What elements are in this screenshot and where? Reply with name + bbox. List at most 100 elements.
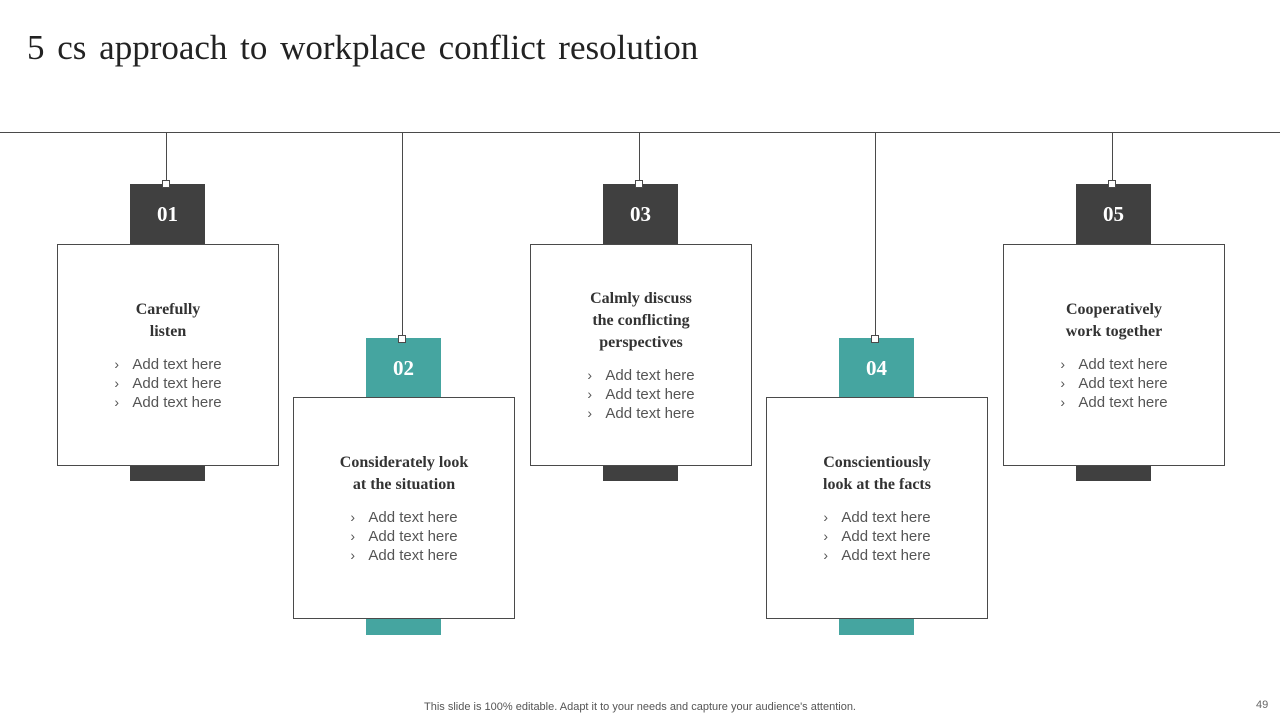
card-foot-tab — [130, 465, 205, 481]
chevron-right-icon: › — [350, 508, 356, 525]
bullet-text: Add text here — [132, 374, 222, 392]
hanging-rail-line — [0, 132, 1280, 133]
hanging-string — [875, 133, 876, 338]
card-foot-tab — [603, 465, 678, 481]
step-card-body: Cooperatively work together › Add text he… — [1003, 244, 1225, 466]
string-knot — [162, 180, 170, 188]
chevron-right-icon: › — [823, 508, 829, 525]
bullet-list: › Add text here › Add text here › Add text … — [350, 508, 457, 565]
step-heading-line: Considerately look — [339, 453, 469, 471]
step-heading: Considerately look at the situation — [319, 452, 489, 496]
step-heading-line: Calmly discuss — [590, 289, 692, 307]
step-number-tab: 02 — [366, 338, 441, 398]
chevron-right-icon: › — [1060, 393, 1066, 410]
hanging-string — [1112, 133, 1113, 183]
bullet-item: › Add text here — [350, 527, 457, 546]
step-heading: Cooperatively work together — [1029, 299, 1199, 343]
bullet-text: Add text here — [841, 508, 931, 526]
bullet-item: › Add text here — [1060, 355, 1167, 374]
bullet-item: › Add text here — [1060, 374, 1167, 393]
bullet-text: Add text here — [132, 393, 222, 411]
bullet-item: › Add text here — [587, 385, 694, 404]
hanging-string — [639, 133, 640, 183]
bullet-text: Add text here — [605, 404, 695, 422]
string-knot — [398, 335, 406, 343]
bullet-item: › Add text here — [350, 508, 457, 527]
chevron-right-icon: › — [114, 374, 120, 391]
chevron-right-icon: › — [587, 366, 593, 383]
step-number-tab: 04 — [839, 338, 914, 398]
step-heading-line: Cooperatively — [1066, 300, 1162, 318]
string-knot — [1108, 180, 1116, 188]
bullet-text: Add text here — [1078, 355, 1168, 373]
slide-title: 5 cs approach to workplace conflict reso… — [27, 28, 699, 67]
step-number-tab: 03 — [603, 184, 678, 244]
bullet-list: › Add text here › Add text here › Add text … — [1060, 355, 1167, 412]
footer-note: This slide is 100% editable. Adapt it to… — [424, 701, 856, 713]
step-card-02: 02 Considerately look at the situation ›… — [293, 133, 515, 638]
bullet-text: Add text here — [132, 355, 222, 373]
chevron-right-icon: › — [587, 385, 593, 402]
bullet-text: Add text here — [841, 527, 931, 545]
step-heading-line: perspectives — [599, 333, 683, 351]
step-heading: Calmly discuss the conflicting perspecti… — [556, 288, 726, 354]
step-card-body: Conscientiously look at the facts › Add t… — [766, 397, 988, 619]
step-number-tab: 01 — [130, 184, 205, 244]
bullet-list: › Add text here › Add text here › Add text … — [587, 366, 694, 423]
card-foot-tab — [366, 619, 441, 635]
step-card-05: 05 Cooperatively work together › Add text… — [1003, 133, 1225, 483]
bullet-text: Add text here — [605, 366, 695, 384]
step-heading-line: Conscientiously — [823, 453, 931, 471]
step-heading: Conscientiously look at the facts — [792, 452, 962, 496]
bullet-item: › Add text here — [350, 546, 457, 565]
card-foot-tab — [839, 619, 914, 635]
hanging-string — [166, 133, 167, 183]
bullet-item: › Add text here — [587, 404, 694, 423]
bullet-list: › Add text here › Add text here › Add text … — [823, 508, 930, 565]
chevron-right-icon: › — [114, 393, 120, 410]
chevron-right-icon: › — [823, 527, 829, 544]
chevron-right-icon: › — [114, 355, 120, 372]
step-heading-line: the conflicting — [592, 311, 690, 329]
bullet-text: Add text here — [368, 508, 458, 526]
string-knot — [871, 335, 879, 343]
bullet-text: Add text here — [368, 546, 458, 564]
bullet-item: › Add text here — [114, 374, 221, 393]
bullet-text: Add text here — [841, 546, 931, 564]
chevron-right-icon: › — [587, 404, 593, 421]
step-card-body: Calmly discuss the conflicting perspecti… — [530, 244, 752, 466]
chevron-right-icon: › — [823, 546, 829, 563]
step-heading-line: look at the facts — [823, 475, 931, 493]
card-foot-tab — [1076, 465, 1151, 481]
step-heading-line: work together — [1065, 322, 1163, 340]
bullet-item: › Add text here — [1060, 393, 1167, 412]
step-card-body: Considerately look at the situation › Add… — [293, 397, 515, 619]
step-heading-line: at the situation — [352, 475, 456, 493]
step-heading-line: Carefully — [135, 300, 201, 318]
step-number-tab: 05 — [1076, 184, 1151, 244]
string-knot — [635, 180, 643, 188]
step-card-03: 03 Calmly discuss the conflicting perspe… — [530, 133, 752, 483]
page-number: 49 — [1256, 699, 1269, 711]
hanging-string — [402, 133, 403, 338]
bullet-item: › Add text here — [114, 393, 221, 412]
bullet-item: › Add text here — [823, 546, 930, 565]
step-card-body: Carefully listen › Add text here › Add tex… — [57, 244, 279, 466]
bullet-text: Add text here — [1078, 374, 1168, 392]
step-card-04: 04 Conscientiously look at the facts › Ad… — [766, 133, 988, 638]
bullet-item: › Add text here — [823, 508, 930, 527]
bullet-list: › Add text here › Add text here › Add text … — [114, 355, 221, 412]
bullet-text: Add text here — [368, 527, 458, 545]
chevron-right-icon: › — [1060, 374, 1066, 391]
chevron-right-icon: › — [350, 527, 356, 544]
step-card-01: 01 Carefully listen › Add text here › Add … — [57, 133, 279, 483]
bullet-item: › Add text here — [114, 355, 221, 374]
bullet-text: Add text here — [605, 385, 695, 403]
bullet-text: Add text here — [1078, 393, 1168, 411]
bullet-item: › Add text here — [823, 527, 930, 546]
bullet-item: › Add text here — [587, 366, 694, 385]
step-heading: Carefully listen — [83, 299, 253, 343]
chevron-right-icon: › — [350, 546, 356, 563]
step-heading-line: listen — [149, 322, 187, 340]
chevron-right-icon: › — [1060, 355, 1066, 372]
